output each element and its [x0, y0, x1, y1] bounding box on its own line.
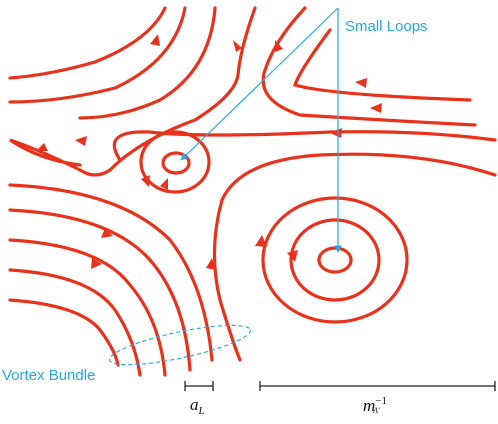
field-line-top-3 [78, 6, 217, 120]
field-arrows [36, 34, 382, 270]
field-line-left-1 [8, 183, 214, 362]
arrow-13 [206, 258, 216, 270]
arrow-7 [75, 136, 87, 146]
arrow-14 [101, 228, 113, 238]
small-loops-label: Small Loops [345, 18, 428, 35]
a-L-label: aL [190, 395, 205, 417]
field-lines [8, 6, 497, 377]
field-line-left-2 [8, 208, 192, 372]
loop-right-mid [289, 218, 381, 302]
arrow-15 [91, 258, 102, 269]
field-line-top-2 [8, 6, 187, 104]
arrow-10 [160, 178, 168, 190]
arrow-2 [233, 40, 242, 52]
arrow-1 [150, 34, 160, 46]
loop-right-inner [317, 246, 353, 274]
small-loop-left-outer [139, 130, 211, 194]
scale-bars [184, 381, 496, 391]
arrow-4 [355, 78, 367, 88]
vortex-bundle-label: Vortex Bundle [2, 367, 96, 384]
arrow-5 [370, 103, 382, 113]
arrow-12 [287, 250, 298, 262]
small-loops-pointers [180, 7, 342, 253]
field-line-left-5 [8, 298, 120, 367]
field-line-mid-2 [212, 152, 497, 362]
field-line-left-4 [8, 268, 142, 377]
m-inverse-label: m−1A′ [363, 395, 387, 415]
field-line-top-6 [292, 28, 472, 102]
small-loop-left-inner [161, 151, 191, 175]
field-line-mid-1 [112, 130, 497, 162]
loop-right-outer [261, 196, 409, 324]
field-line-top-4 [9, 6, 257, 177]
arrow-6 [330, 128, 342, 138]
field-line-left-3 [8, 238, 167, 377]
field-line-top-1 [8, 6, 167, 80]
arrow-11 [255, 235, 267, 247]
pointer-to-left-loop [180, 7, 339, 161]
vortex-bundle-ellipse [108, 324, 252, 366]
arrow-3 [275, 40, 283, 52]
arrow-9 [141, 175, 150, 187]
arrow-8 [36, 143, 48, 151]
